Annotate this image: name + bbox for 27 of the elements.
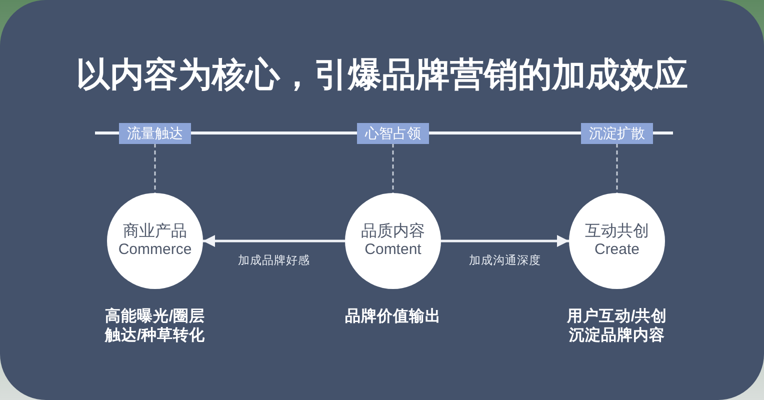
concept-label: 品质内容: [361, 223, 425, 241]
timeline-line: [95, 132, 119, 134]
timeline-line: [191, 132, 357, 134]
english-label: Comtent: [364, 241, 422, 259]
edge-label: 加成沟通深度: [467, 254, 543, 268]
description-text: 品牌价值输出: [344, 307, 442, 326]
stage-tag: 沉淀扩散: [581, 122, 653, 144]
edge-label: 加成品牌好感: [236, 254, 312, 268]
stage-tag: 心智占领: [357, 122, 429, 144]
dashed-line: [392, 144, 394, 193]
diagram-title: 以内容为核心，引爆品牌营销的加成效应: [76, 55, 688, 96]
concept-label: 互动共创: [585, 223, 649, 241]
dashed-line: [154, 144, 156, 193]
concept-circle: [345, 193, 441, 289]
arrow: [203, 235, 345, 247]
english-label: Commerce: [118, 241, 192, 259]
stage-tag: 流量触达: [119, 122, 191, 144]
timeline-line: [653, 132, 673, 134]
description-text: 用户互动/共创沉淀品牌内容: [566, 307, 668, 345]
timeline-line: [429, 132, 581, 134]
arrow: [441, 235, 569, 247]
description-text: 高能曝光/圈层触达/种草转化: [104, 307, 206, 345]
concept-circle: [569, 193, 665, 289]
concept-label: 商业产品: [123, 223, 187, 241]
concept-circle: [107, 193, 203, 289]
dashed-line: [616, 144, 618, 193]
english-label: Create: [594, 241, 640, 259]
